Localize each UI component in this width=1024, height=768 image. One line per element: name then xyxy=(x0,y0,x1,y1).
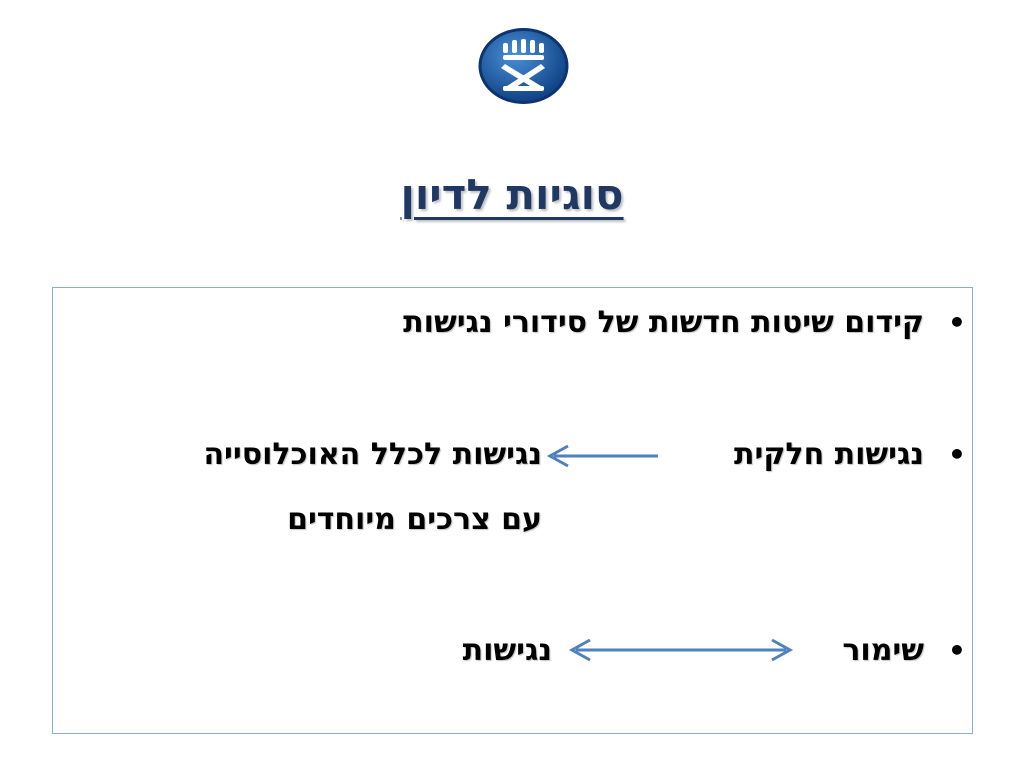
institute-logo-icon xyxy=(478,28,569,104)
arrow-left-icon xyxy=(546,444,658,468)
bullet-marker: • xyxy=(948,634,966,667)
bullet-1-text: קידום שיטות חדשות של סידורי נגישות xyxy=(403,305,924,340)
arrow-double-icon xyxy=(568,638,794,662)
page-title: סוגיות לדיון xyxy=(400,170,624,219)
bullet-marker: • xyxy=(948,438,966,471)
bullet-3-left-term: שימור xyxy=(842,633,924,668)
bullet-2-left-term: נגישות חלקית xyxy=(734,437,924,472)
content-box xyxy=(52,287,973,734)
bullet-2-right-term: נגישות לכלל האוכלוסייה xyxy=(203,437,542,472)
bullet-2-continuation: עם צרכים מיוחדים xyxy=(287,502,542,537)
bullet-3-right-term: נגישות xyxy=(462,633,552,668)
bullet-marker: • xyxy=(948,306,966,339)
